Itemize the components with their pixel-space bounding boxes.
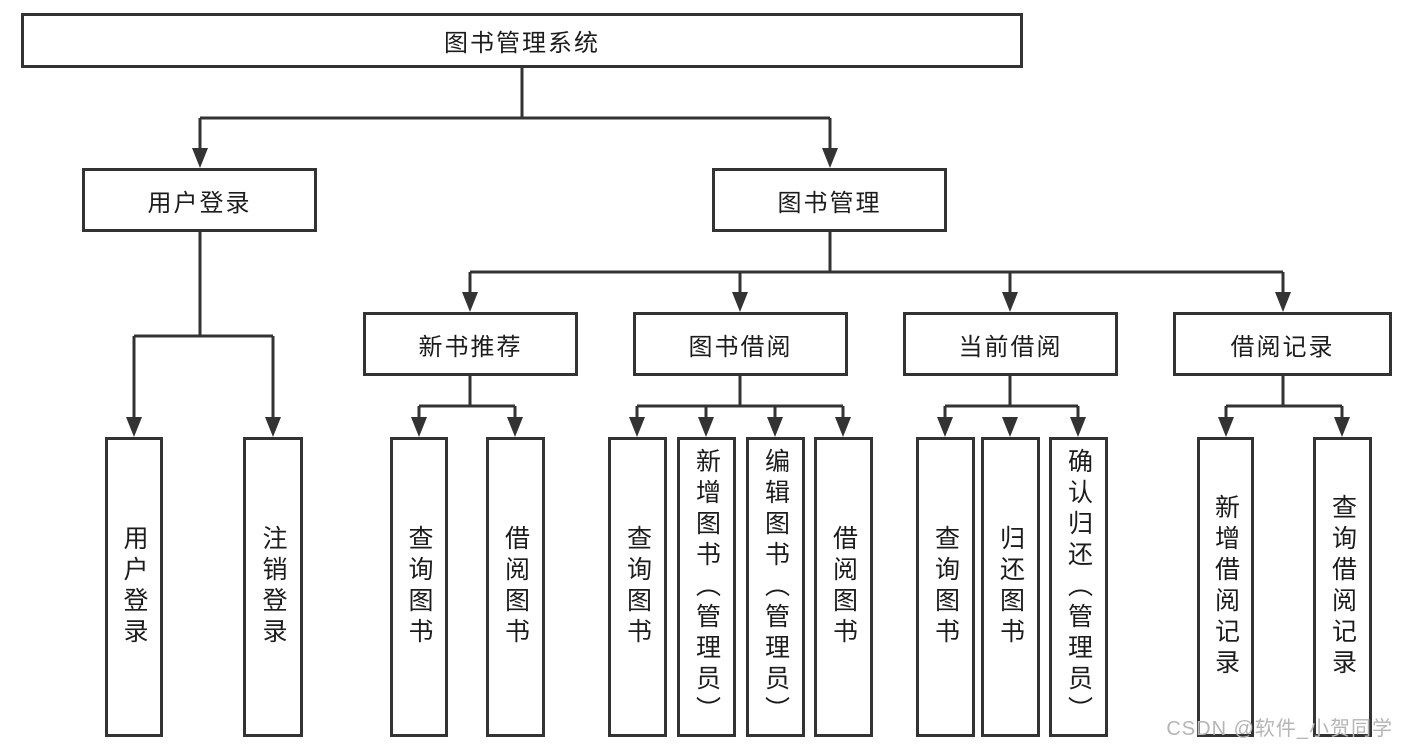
node-label: 用户登录: [120, 525, 148, 649]
leaf-logout: 注销登录: [243, 437, 303, 737]
leaf-borrow-books-recommend: 借阅图书: [486, 437, 545, 737]
node-label: 借阅图书: [501, 525, 530, 649]
node-label: 编辑图书（管理员）: [761, 447, 790, 727]
node-label: 查询图书: [405, 525, 433, 649]
node-label: 借阅记录: [1230, 333, 1335, 361]
node-label: 归还图书: [996, 525, 1025, 649]
csdn-watermark: CSDN @软件_小贺同学: [1166, 718, 1393, 740]
node-label: 用户登录: [147, 189, 252, 217]
node-borrowing-records: 借阅记录: [1173, 312, 1392, 376]
node-label: 图书管理系统: [444, 30, 600, 57]
node-user-login: 用户登录: [82, 168, 317, 232]
node-label: 借阅图书: [829, 525, 858, 649]
leaf-borrow-books: 借阅图书: [814, 437, 873, 737]
leaf-add-borrow-record: 新增借阅记录: [1197, 437, 1254, 737]
leaf-query-books-borrow: 查询图书: [608, 437, 667, 737]
node-label: 新增借阅记录: [1211, 494, 1240, 680]
node-book-borrowing: 图书借阅: [633, 312, 848, 376]
node-label: 查询图书: [931, 525, 960, 649]
leaf-query-books-recommend: 查询图书: [390, 437, 448, 737]
leaf-query-borrow-record: 查询借阅记录: [1313, 437, 1372, 737]
node-label: 查询图书: [623, 525, 652, 649]
node-label: 当前借阅: [958, 333, 1063, 361]
leaf-query-books-current: 查询图书: [916, 437, 975, 737]
leaf-user-login: 用户登录: [105, 437, 163, 737]
node-label: 确认归还（管理员）: [1064, 447, 1093, 727]
leaf-edit-books-admin: 编辑图书（管理员）: [746, 437, 805, 737]
node-book-management: 图书管理: [712, 168, 947, 232]
node-label: 图书管理: [777, 189, 882, 217]
node-label: 新书推荐: [418, 333, 523, 361]
node-new-book-recommendation: 新书推荐: [363, 312, 578, 376]
node-current-borrowing: 当前借阅: [903, 312, 1118, 376]
node-label: 图书借阅: [688, 333, 793, 361]
node-library-management-system: 图书管理系统: [21, 13, 1023, 68]
node-label: 新增图书（管理员）: [692, 447, 721, 727]
leaf-confirm-return-admin: 确认归还（管理员）: [1049, 437, 1108, 737]
node-label: 注销登录: [259, 525, 287, 649]
leaf-return-books: 归还图书: [981, 437, 1040, 737]
node-label: 查询借阅记录: [1328, 494, 1357, 680]
leaf-add-books-admin: 新增图书（管理员）: [677, 437, 736, 737]
